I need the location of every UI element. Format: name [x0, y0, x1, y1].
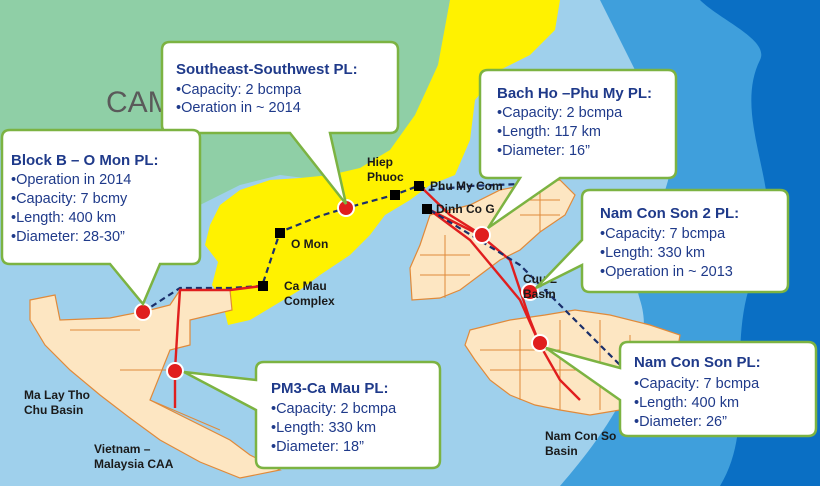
marker-bach-ho: [473, 226, 491, 244]
callout-line: •Length: 117 km: [497, 124, 601, 140]
callout-nam-con-son-2: Nam Con Son 2 PL: •Capacity: 7 bcmpa •Le…: [535, 188, 790, 294]
marker-pm3: [166, 362, 184, 380]
terminal-dinh-co: [422, 204, 432, 214]
callout-line: •Length: 400 km: [11, 210, 116, 226]
terminals: [258, 181, 432, 291]
label-phu-my: Phu My Com: [430, 179, 503, 193]
callout-pm3-ca-mau: PM3-Ca Mau PL: •Capacity: 2 bcmpa •Lengt…: [183, 360, 442, 470]
callout-line: •Operation in ~ 2013: [600, 264, 733, 280]
callout-bubble: [545, 340, 818, 438]
callout-line: •Oeration in ~ 2014: [176, 100, 301, 116]
callout-title: Nam Con Son PL:: [634, 354, 761, 371]
marker-nam-con-son: [531, 334, 549, 352]
marker-nam-con-son-2: [521, 283, 539, 301]
callout-line: •Length: 330 km: [600, 245, 705, 261]
callout-nam-con-son: Nam Con Son PL: •Capacity: 7 bcmpa •Leng…: [545, 340, 818, 438]
terminal-hiep-phuoc: [390, 190, 400, 200]
terminal-phu-my: [414, 181, 424, 191]
callout-bubble: [535, 188, 790, 294]
label-dinh-co: Dinh Co G: [436, 202, 495, 216]
callout-line: •Capacity: 2 bcmpa: [176, 82, 302, 98]
callout-block-b: Block B – O Mon PL: •Operation in 2014 •…: [0, 128, 202, 307]
callout-line: •Capacity: 7 bcmpa: [600, 226, 726, 242]
field-markers: [134, 199, 549, 380]
callout-line: •Capacity: 2 bcmpa: [497, 105, 623, 121]
callout-bubble: [160, 40, 400, 205]
land-vietnam: [205, 0, 560, 325]
callout-bubble: [0, 128, 202, 307]
pipeline-bach-ho: [419, 185, 483, 237]
callout-title: Nam Con Son 2 PL:: [600, 205, 739, 222]
callout-title: PM3-Ca Mau PL:: [271, 380, 389, 397]
callout-line: •Length: 330 km: [271, 420, 376, 436]
terminal-o-mon: [275, 228, 285, 238]
callout-title: Southeast-Southwest PL:: [176, 61, 358, 78]
pipeline-nam-con-son-2: [429, 208, 542, 346]
callout-line: •Diameter: 28-30”: [11, 229, 125, 245]
callout-line: •Capacity: 2 bcmpa: [271, 401, 397, 417]
callout-line: •Length: 400 km: [634, 395, 739, 411]
callout-line: •Diameter: 18”: [271, 439, 364, 455]
callout-line: •Capacity: 7 bcmy: [11, 191, 128, 207]
label-vietnam-malaysia: Vietnam –Malaysia CAA: [94, 442, 174, 471]
block-western: [29, 289, 282, 479]
callout-bach-ho: Bach Ho –Phu My PL: •Capacity: 2 bcmpa •…: [478, 68, 678, 230]
callout-line: •Capacity: 7 bcmpa: [634, 376, 760, 392]
callout-bubble: [478, 68, 678, 230]
callout-southeast-southwest: Southeast-Southwest PL: •Capacity: 2 bcm…: [160, 40, 400, 205]
callout-line: •Diameter: 26”: [634, 414, 727, 430]
block-grid-lines: [70, 190, 631, 431]
callout-bubble: [183, 360, 442, 470]
callout-title: Block B – O Mon PL:: [11, 152, 159, 169]
terminal-ca-mau: [258, 281, 268, 291]
label-o-mon: O Mon: [291, 237, 328, 251]
callout-line: •Diameter: 16”: [497, 143, 590, 159]
marker-block-b: [134, 303, 152, 321]
callout-line: •Operation in 2014: [11, 172, 131, 188]
callout-title: Bach Ho –Phu My PL:: [497, 85, 652, 102]
